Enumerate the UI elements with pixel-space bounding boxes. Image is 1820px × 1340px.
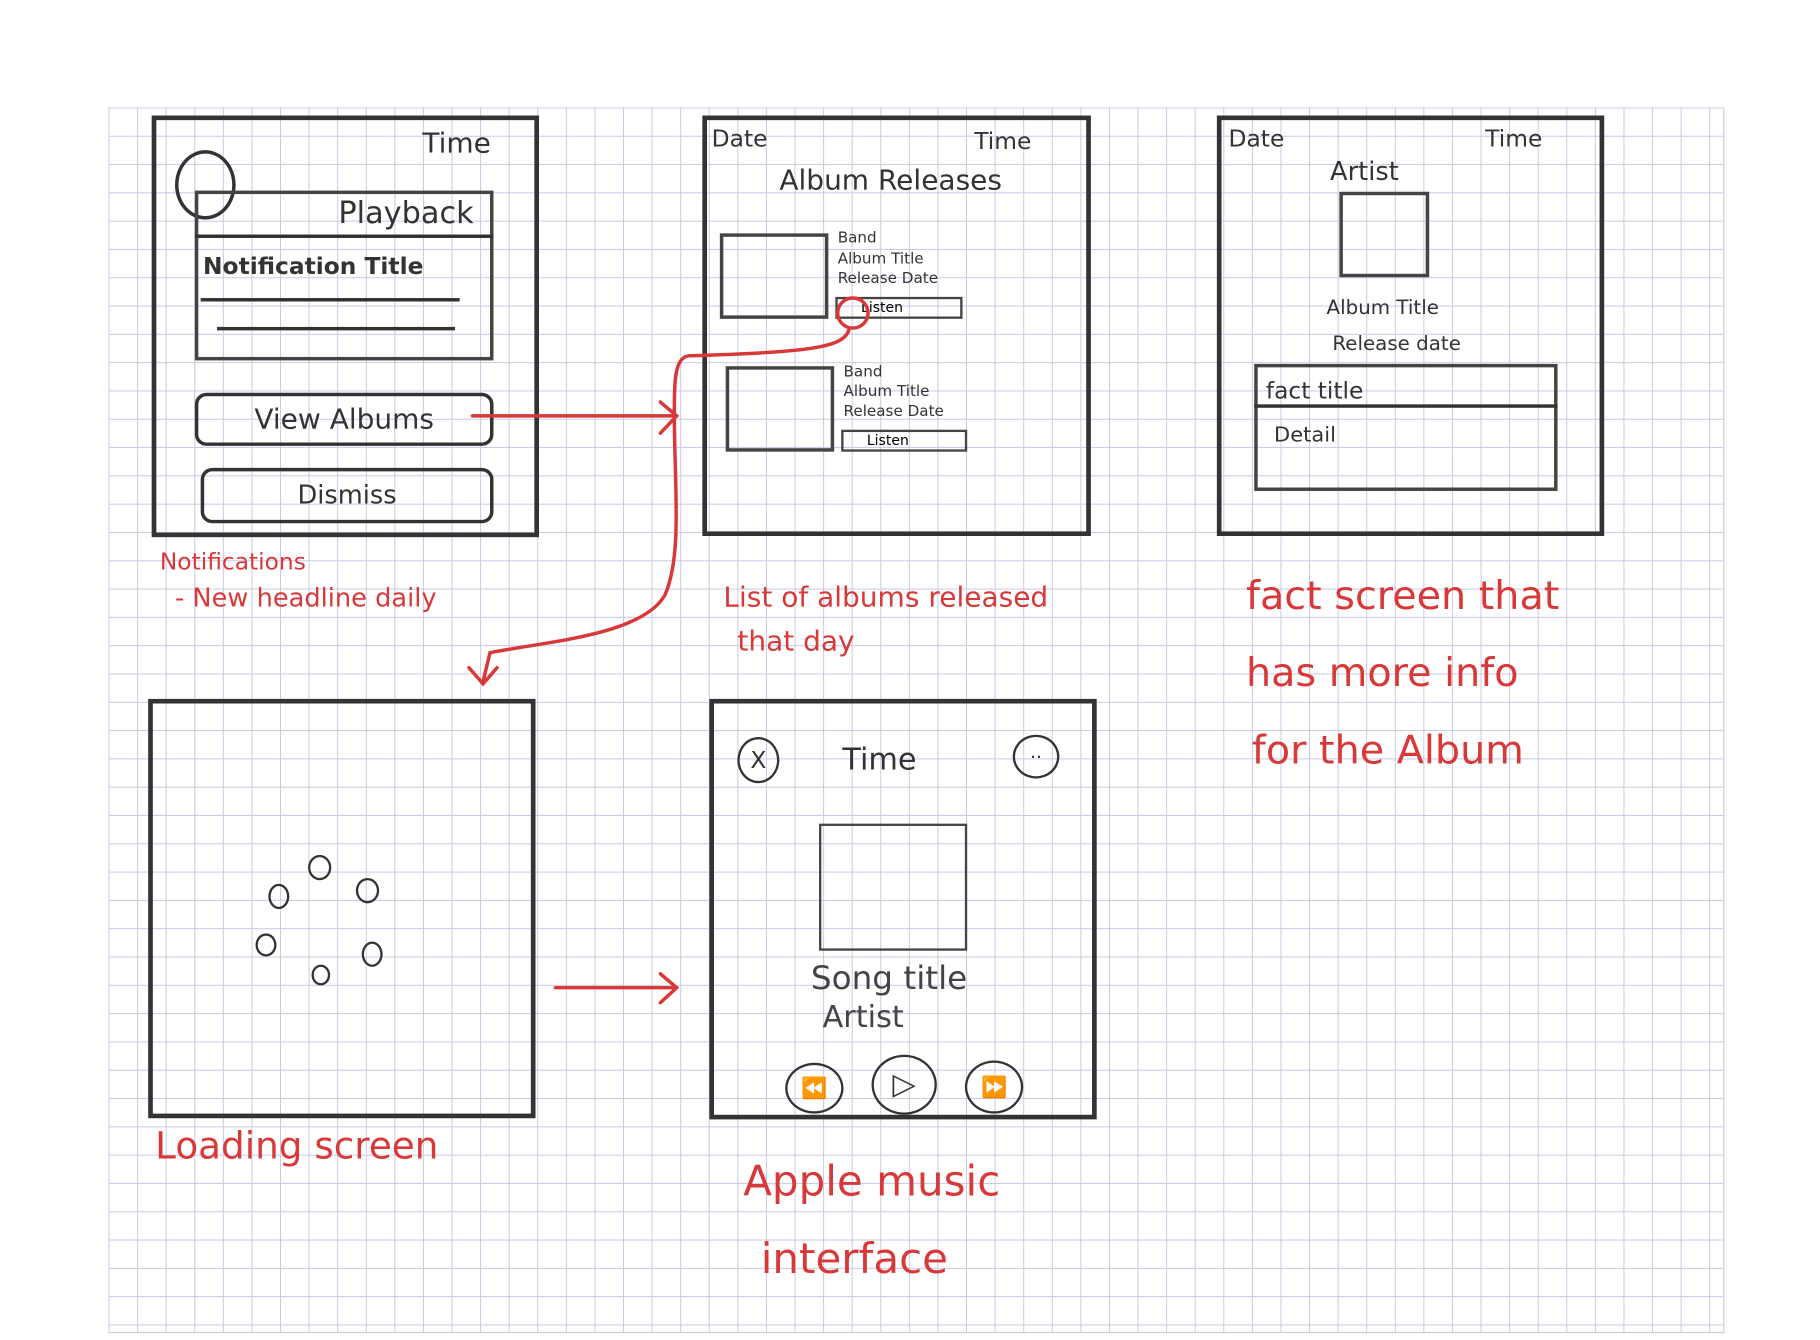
status-time: Time: [974, 127, 1032, 155]
page-title: Album Releases: [779, 164, 1002, 197]
listen-label: Listen: [861, 299, 903, 316]
card-divider: [194, 234, 494, 238]
album-cover: [1339, 191, 1430, 278]
dismiss-button[interactable]: Dismiss: [200, 467, 494, 524]
album-cover[interactable]: [719, 233, 829, 319]
text-line: [217, 326, 456, 331]
caption-player-1: Apple music: [743, 1158, 1001, 1207]
graph-paper-grid: [108, 107, 1725, 1334]
album-title: Album Title: [1326, 296, 1439, 320]
album-list-screen: [702, 115, 1091, 537]
caption-new-headline: - New headline daily: [175, 584, 437, 614]
caption-album-list-2: that day: [737, 624, 855, 658]
band-name: Band: [843, 363, 883, 382]
fact-title: fact title: [1265, 376, 1364, 405]
close-icon[interactable]: X: [737, 737, 780, 784]
fact-detail: Detail: [1274, 422, 1336, 448]
text-line: [200, 298, 460, 302]
album-title: Album Title: [837, 250, 924, 269]
play-button[interactable]: ▷: [871, 1054, 937, 1115]
listen-label: Listen: [866, 432, 909, 449]
rewind-button[interactable]: ⏪: [785, 1062, 844, 1114]
song-title: Song title: [810, 958, 968, 997]
caption-album-list: List of albums released: [723, 581, 1049, 614]
notification-card: [194, 190, 494, 361]
band-name: Band: [837, 229, 877, 248]
playback-label[interactable]: Playback: [338, 196, 474, 232]
release-date: Release date: [1332, 332, 1461, 356]
forward-button[interactable]: ⏩: [964, 1060, 1024, 1114]
artist-name: Artist: [822, 1000, 904, 1036]
status-date: Date: [1228, 124, 1285, 153]
more-options-icon[interactable]: ··: [1012, 734, 1060, 779]
album-title: Album Title: [843, 383, 930, 401]
status-date: Date: [711, 124, 768, 153]
app-icon-circle: [175, 150, 236, 220]
release-date: Release Date: [843, 403, 944, 421]
status-time: Time: [842, 742, 917, 778]
caption-notifications: Notifications: [159, 547, 306, 576]
status-time: Time: [1485, 124, 1543, 153]
caption-player-2: interface: [760, 1236, 949, 1284]
loading-screen: [148, 698, 536, 1119]
caption-fact-1: fact screen that: [1246, 572, 1560, 620]
album-artwork: [819, 823, 968, 951]
release-date: Release Date: [837, 270, 939, 288]
listen-button[interactable]: Listen: [841, 429, 968, 452]
caption-loading: Loading screen: [155, 1124, 439, 1168]
fact-screen: [1216, 115, 1605, 537]
album-cover[interactable]: [725, 366, 835, 452]
artist-name: Artist: [1330, 158, 1399, 188]
listen-button[interactable]: Listen: [835, 296, 963, 319]
fact-divider: [1254, 404, 1558, 408]
view-albums-button[interactable]: View Albums: [194, 392, 494, 446]
notification-title: Notification Title: [203, 251, 424, 280]
caption-fact-2: has more info: [1246, 650, 1519, 697]
status-time: Time: [422, 127, 491, 160]
fact-card: [1254, 363, 1558, 491]
caption-fact-3: for the Album: [1251, 727, 1524, 774]
player-screen: [709, 698, 1097, 1120]
